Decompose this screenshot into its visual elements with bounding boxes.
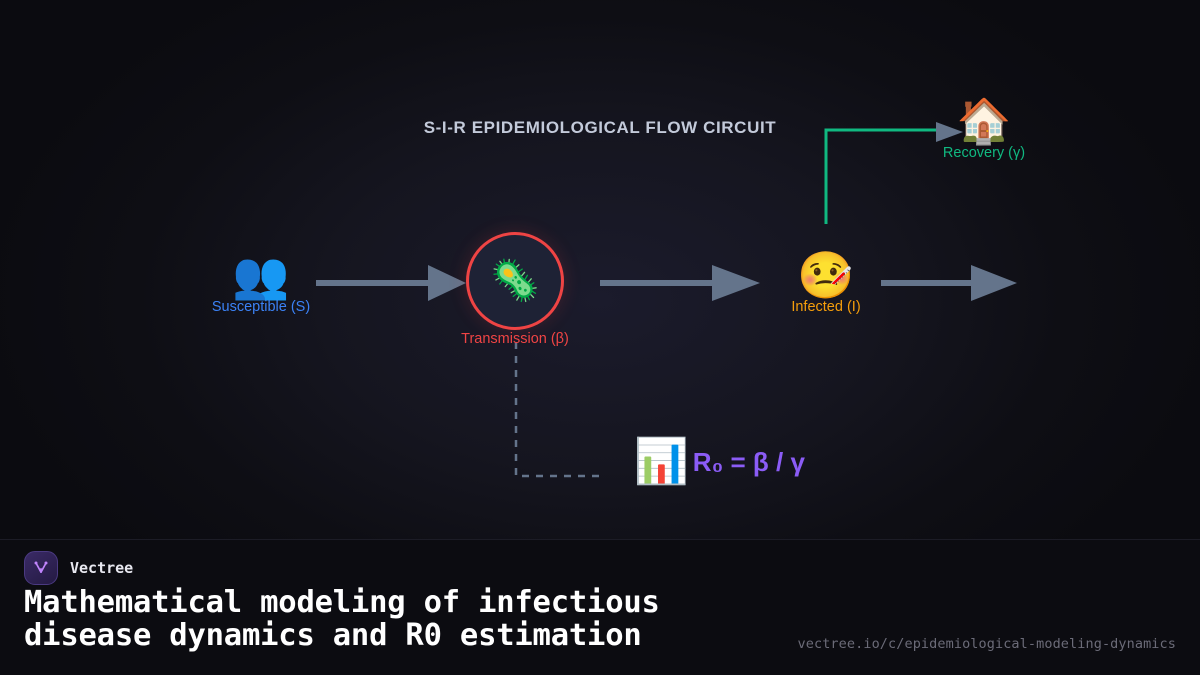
diagram-title-text: S-I-R EPIDEMIOLOGICAL FLOW CIRCUIT xyxy=(423,118,777,137)
edge-transmission-to-infected xyxy=(600,265,760,301)
edge-infected-outflow xyxy=(881,265,1017,301)
vectree-logo-icon xyxy=(24,551,58,585)
footer-bar: Vectree Mathematical modeling of infecti… xyxy=(0,539,1200,675)
headline-line-1: Mathematical modeling of infectious xyxy=(24,585,660,620)
node-recovery[interactable]: 🏠 Recovery (γ) xyxy=(884,100,1084,162)
node-transmission[interactable]: 🦠 Transmission (β) xyxy=(415,232,615,348)
microbe-icon: 🦠 xyxy=(490,258,540,304)
node-infected[interactable]: 🤒 Infected (I) xyxy=(726,252,926,316)
node-susceptible[interactable]: 👥 Susceptible (S) xyxy=(161,252,361,316)
edge-susceptible-to-transmission xyxy=(316,265,466,301)
brand[interactable]: Vectree xyxy=(24,551,133,585)
face-with-thermometer-icon: 🤒 xyxy=(797,248,855,302)
headline-line-2: disease dynamics and R0 estimation xyxy=(24,618,642,653)
brand-name: Vectree xyxy=(70,559,134,577)
bar-chart-icon: 📊 xyxy=(634,436,689,487)
node-susceptible-label: Susceptible (S) xyxy=(211,299,311,315)
edge-transmission-to-r0-dashed xyxy=(514,342,600,478)
house-icon: 🏠 xyxy=(956,96,1012,147)
site-url: vectree.io/c/epidemiological-modeling-dy… xyxy=(797,636,1176,652)
headline: Mathematical modeling of infectious dise… xyxy=(24,586,660,652)
r0-formula: 📊 R₀ = β / γ xyxy=(634,440,805,484)
node-infected-label: Infected (I) xyxy=(791,299,861,315)
transmission-ring: 🦠 xyxy=(466,232,564,330)
busts-in-silhouette-icon: 👥 xyxy=(232,248,290,302)
node-recovery-label: Recovery (γ) xyxy=(942,145,1026,161)
node-transmission-label: Transmission (β) xyxy=(461,331,569,347)
r0-formula-text: R₀ = β / γ xyxy=(692,446,805,477)
edge-recovery-path xyxy=(824,122,963,224)
diagram-title: S-I-R EPIDEMIOLOGICAL FLOW CIRCUIT xyxy=(0,118,1200,138)
